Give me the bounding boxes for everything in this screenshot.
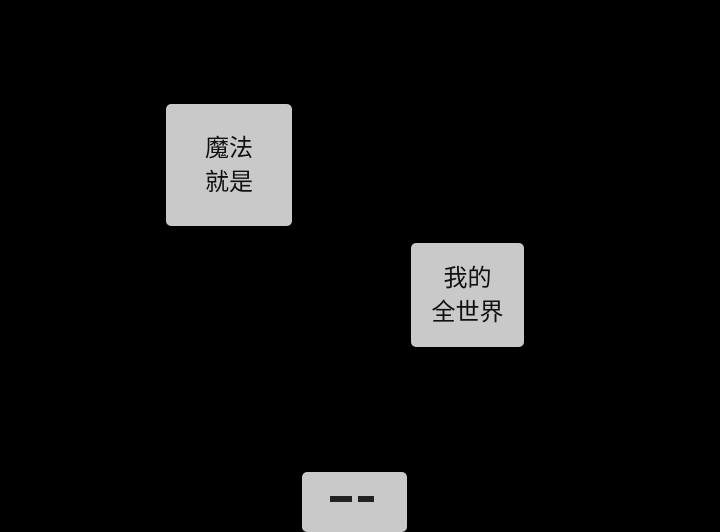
speech-line: 魔法 [205,134,253,162]
speech-line: 我的 [443,264,492,292]
speech-box-1: 魔法 就是 [166,104,292,226]
speech-line: 就是 [205,168,253,196]
cropped-glyph [330,496,352,502]
speech-box-3-cropped [302,472,407,532]
speech-box-2: 我的 全世界 [411,243,524,347]
cropped-glyph [358,496,374,502]
speech-line: 全世界 [431,298,504,326]
